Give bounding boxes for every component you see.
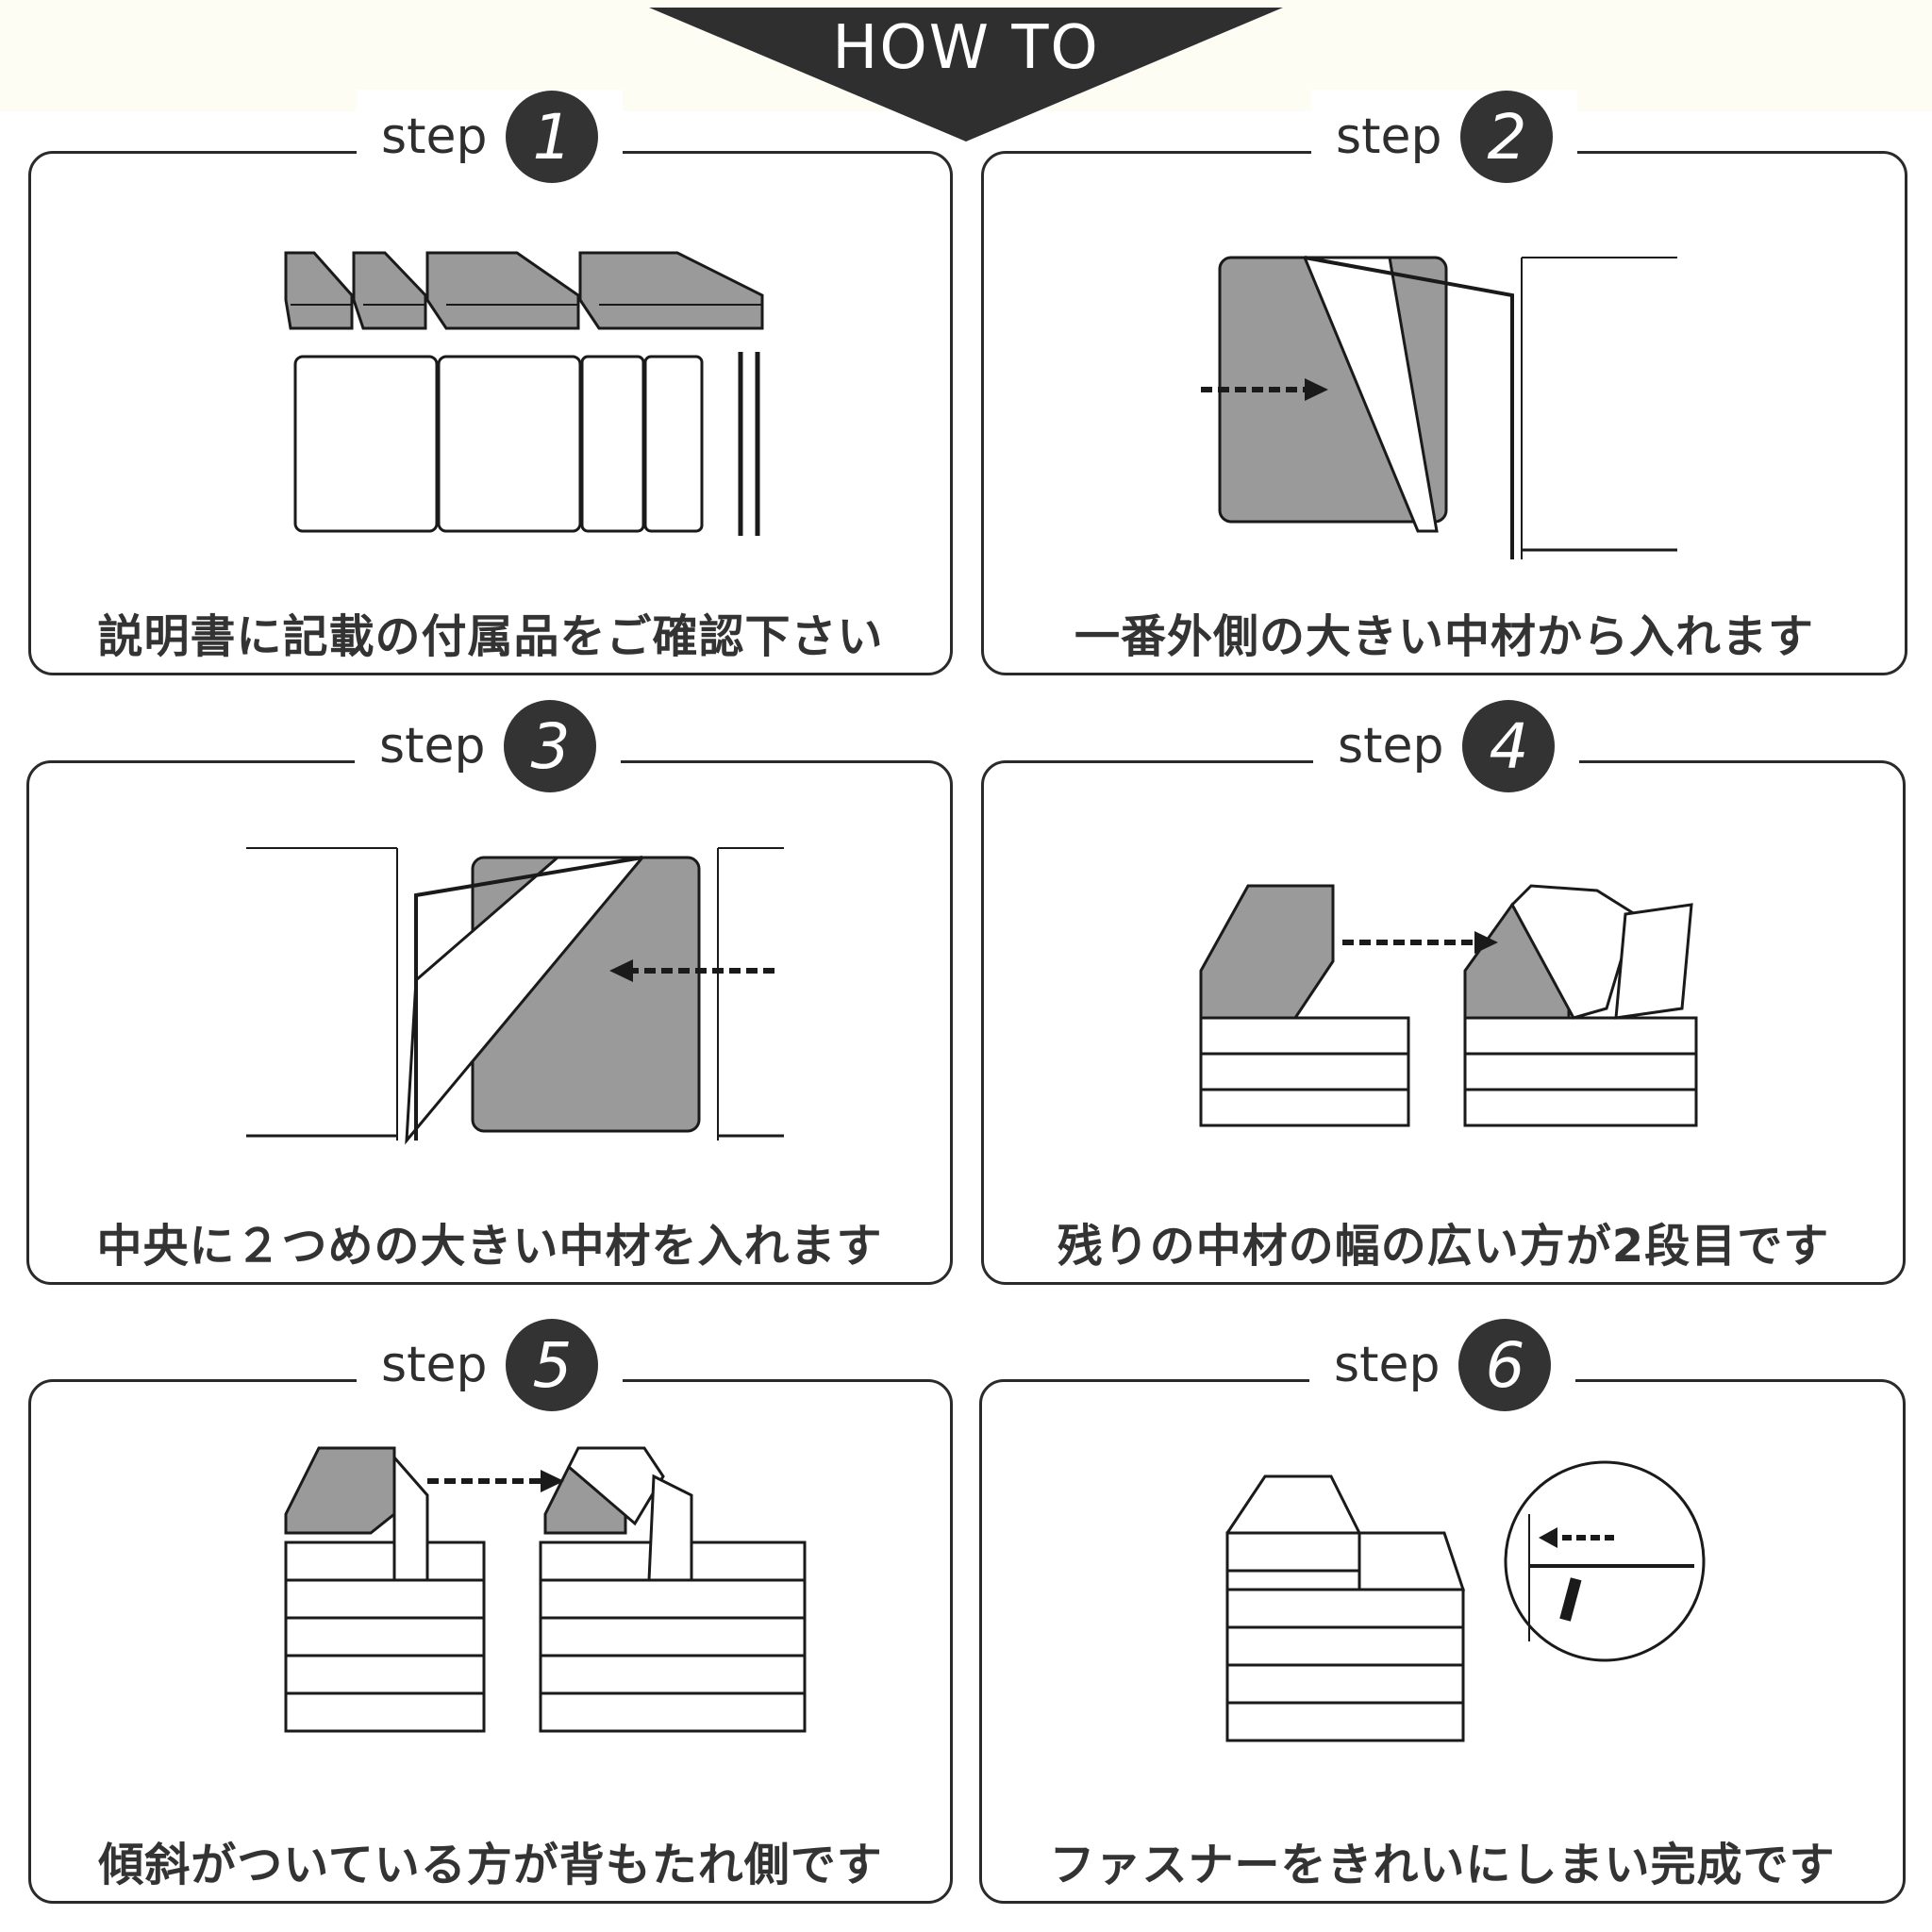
step-6-number: 6	[1458, 1319, 1552, 1411]
step-6-caption: ファスナーをきれいにしまい完成です	[1049, 1839, 1836, 1891]
step-2-illustration	[1201, 256, 1677, 559]
step-1-number: 1	[506, 91, 599, 183]
step-5-header: step 5	[357, 1318, 624, 1412]
step-5-card: 傾斜がついている方が背もたれ側です	[28, 1379, 953, 1904]
step-6-header: step 6	[1309, 1318, 1576, 1412]
step-1-word: step	[381, 108, 488, 165]
step-1-card: 説明書に記載の付属品をご確認下さい	[28, 151, 953, 675]
step-3-card: 中央に２つめの大きい中材を入れます	[26, 760, 953, 1285]
step-6-illustration	[1225, 1460, 1706, 1742]
step-5-number: 5	[506, 1319, 599, 1411]
step-3-header: step 3	[355, 699, 622, 793]
step-4-illustration	[1199, 884, 1698, 1127]
step-1-header: step 1	[357, 90, 624, 184]
step-2-card: 一番外側の大きい中材から入れます	[981, 151, 1907, 675]
step-5-caption: 傾斜がついている方が背もたれ側です	[98, 1839, 883, 1891]
step-2-header: step 2	[1311, 90, 1578, 184]
step-4-word: step	[1338, 718, 1444, 774]
step-4-header: step 4	[1313, 699, 1580, 793]
step-1-caption: 説明書に記載の付属品をご確認下さい	[97, 610, 884, 663]
step-4-number: 4	[1462, 700, 1556, 792]
step-4-caption: 残りの中材の幅の広い方が2段目です	[1057, 1220, 1830, 1273]
banner-title: HOW TO	[832, 13, 1100, 83]
step-3-illustration	[246, 847, 784, 1145]
step-1-illustration	[284, 251, 764, 536]
step-5-illustration	[284, 1446, 807, 1733]
step-2-number: 2	[1460, 91, 1554, 183]
step-2-caption: 一番外側の大きい中材から入れます	[1074, 610, 1814, 663]
step-6-card: ファスナーをきれいにしまい完成です	[979, 1379, 1906, 1904]
step-2-word: step	[1336, 108, 1442, 165]
step-6-word: step	[1334, 1337, 1441, 1393]
step-3-caption: 中央に２つめの大きい中材を入れます	[96, 1220, 883, 1273]
step-3-word: step	[379, 718, 486, 774]
step-4-card: 残りの中材の幅の広い方が2段目です	[981, 760, 1906, 1285]
step-5-word: step	[381, 1337, 488, 1393]
how-to-banner	[649, 8, 1283, 142]
step-3-number: 3	[504, 700, 597, 792]
